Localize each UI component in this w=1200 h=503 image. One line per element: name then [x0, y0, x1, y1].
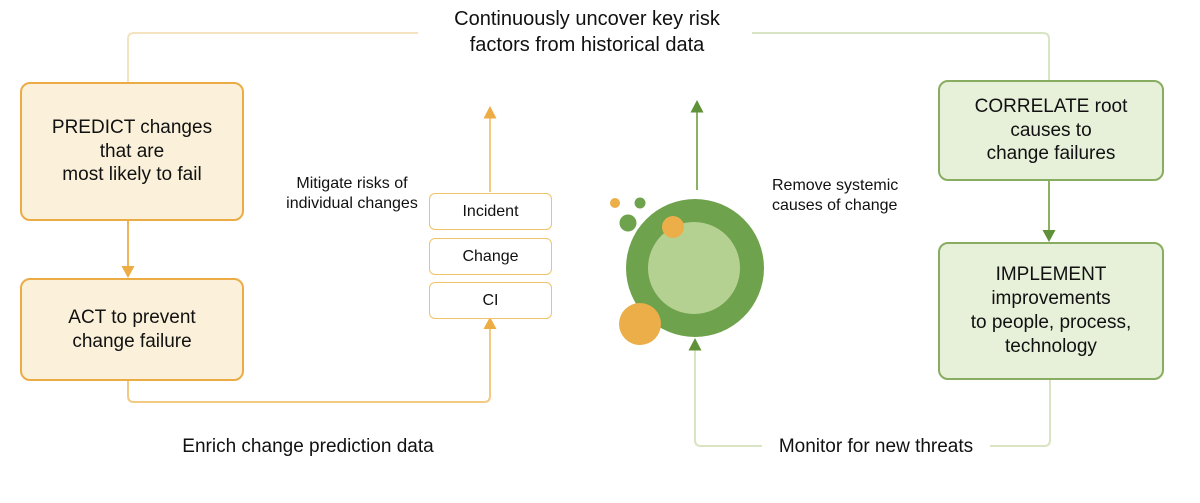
enrich-prediction-label: Enrich change prediction data: [182, 436, 434, 457]
act-box: ACT to prevent change failure: [20, 278, 244, 381]
arrowhead-circle-up-icon: [690, 100, 704, 113]
title-label: Continuously uncover key risk factors fr…: [454, 8, 720, 57]
correlate-box: CORRELATE root causes to change failures: [938, 80, 1164, 181]
connector-act-to-ci: [127, 328, 491, 403]
connector-title-to-correlate: [752, 32, 1050, 80]
bubble-inner-circle: [648, 222, 740, 314]
change-box: Change: [429, 238, 552, 275]
implement-box: IMPLEMENT improvements to people, proces…: [938, 242, 1164, 380]
arrowhead-predict-to-act-icon: [121, 266, 135, 278]
predict-box-label: PREDICT changes that are most likely to …: [51, 116, 213, 186]
ci-box-label: CI: [482, 291, 499, 309]
mitigate-risks-label: Mitigate risks of individual changes: [286, 175, 418, 212]
incident-box: Incident: [429, 193, 552, 230]
arrowhead-correlate-to-implement-icon: [1042, 230, 1056, 242]
remove-systemic-label: Remove systemic causes of change: [772, 177, 899, 214]
bubble-orange-dot: [610, 198, 620, 208]
connector-title-to-predict: [127, 32, 418, 82]
implement-box-label: IMPLEMENT improvements to people, proces…: [970, 264, 1132, 357]
bubble-orange-large: [619, 303, 661, 345]
monitor-threats-label: Monitor for new threats: [778, 436, 974, 457]
bubble-orange-medium: [662, 216, 684, 238]
connector-implement-to-monitor: [990, 376, 1051, 447]
change-risk-bubbles-icon: [610, 197, 764, 345]
incident-box-label: Incident: [462, 202, 519, 220]
correlate-box-label: CORRELATE root causes to change failures: [974, 95, 1128, 165]
predict-box: PREDICT changes that are most likely to …: [20, 82, 244, 221]
arrowhead-monitor-to-circle-icon: [688, 338, 702, 351]
connector-monitor-to-circle: [694, 350, 762, 447]
arrowhead-incident-up-icon: [483, 106, 497, 119]
act-box-label: ACT to prevent change failure: [68, 306, 196, 352]
bubble-green-small: [619, 214, 637, 232]
arrowhead-act-to-ci-icon: [483, 317, 497, 329]
change-box-label: Change: [462, 247, 519, 265]
ci-box: CI: [429, 282, 552, 319]
bubble-green-dot: [634, 197, 646, 209]
